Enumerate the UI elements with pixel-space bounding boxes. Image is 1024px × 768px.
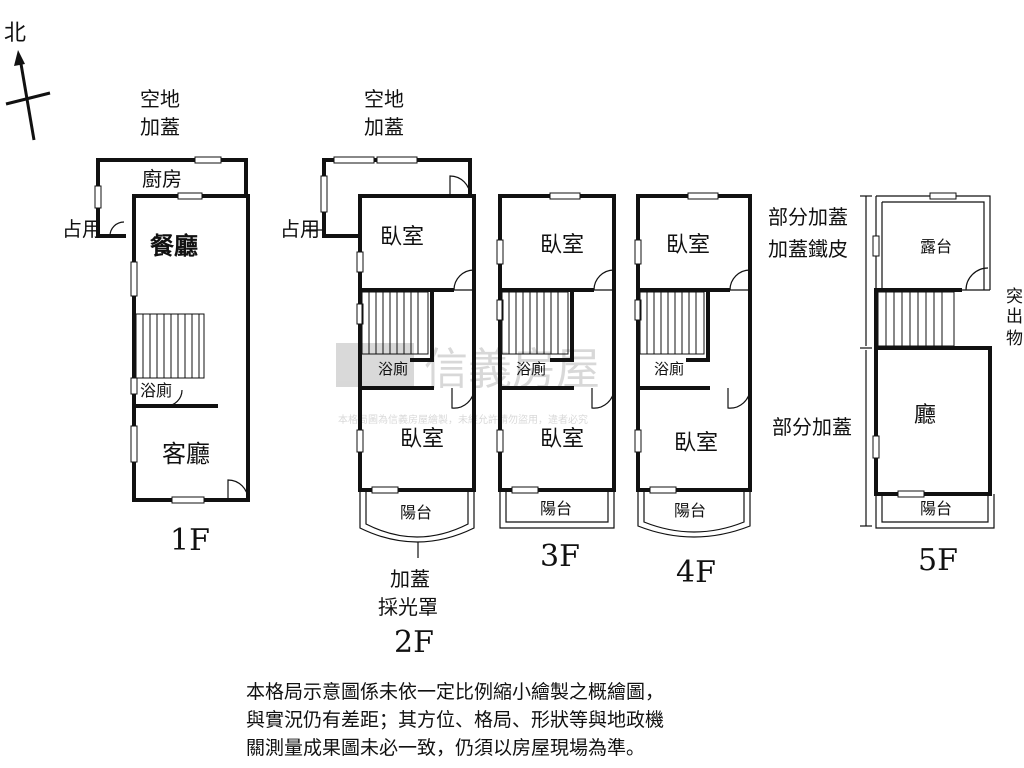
f5-protrusion-1: 突 xyxy=(1006,287,1023,307)
f1-bath-label: 浴廁 xyxy=(140,381,172,400)
f2-bedroom-top-label: 臥室 xyxy=(380,225,424,250)
f2-bath-label: 浴廁 xyxy=(378,360,408,378)
f5-note-bottom: 部分加蓋 xyxy=(772,415,852,439)
disclaimer-line-2: 與實況仍有差距；其方位、格局、形狀等與地政機 xyxy=(246,709,665,731)
floor-3: 臥室 浴廁 臥室 陽台 3F xyxy=(496,192,616,574)
f2-skylight-label-1: 加蓋 xyxy=(390,567,430,591)
north-compass: 北 xyxy=(4,21,51,141)
north-arrow-icon xyxy=(14,50,25,66)
floor-5: 部分加蓋 加蓋鐵皮 部分加蓋 突 出 物 露台 廳 陽台 5F xyxy=(768,192,1023,578)
f2-annex-label-1: 空地 xyxy=(364,87,404,111)
f5-terrace-label: 露台 xyxy=(920,237,952,256)
f5-note-top-2: 加蓋鐵皮 xyxy=(768,237,848,261)
f3-bedroom-bottom-label: 臥室 xyxy=(540,427,584,452)
f5-protrusion-3: 物 xyxy=(1006,329,1023,349)
f1-living-label: 客廳 xyxy=(162,440,210,468)
f5-note-top-1: 部分加蓋 xyxy=(768,205,848,229)
f5-balcony-label: 陽台 xyxy=(920,499,952,518)
f4-bedroom-bottom-label: 臥室 xyxy=(674,431,718,456)
f4-balcony-label: 陽台 xyxy=(674,501,706,520)
f4-floor-label: 4F xyxy=(676,555,716,590)
f5-protrusion-2: 出 xyxy=(1006,307,1023,327)
f1-kitchen-label: 廚房 xyxy=(142,167,182,191)
f5-floor-label: 5F xyxy=(918,543,958,578)
f4-bath-label: 浴廁 xyxy=(654,360,684,378)
f4-bedroom-top-label: 臥室 xyxy=(666,233,710,258)
watermark: 信義房屋 本格局圖為信義房屋繪製，未經允許請勿盜用，違者必究 xyxy=(336,343,600,426)
f1-annex-label-1: 空地 xyxy=(140,87,180,111)
f3-stairs xyxy=(501,291,569,355)
f1-occupy-label: 占用 xyxy=(62,217,102,241)
f1-dining-label: 餐廳 xyxy=(150,232,198,260)
f2-bedroom-bottom-label: 臥室 xyxy=(400,427,444,452)
f3-bedroom-top-label: 臥室 xyxy=(540,233,584,258)
f2-annex-label-2: 加蓋 xyxy=(364,115,404,139)
f1-stairs xyxy=(135,313,205,379)
f3-floor-label: 3F xyxy=(540,539,580,574)
f2-stairs xyxy=(361,291,429,355)
f5-hall-label: 廳 xyxy=(914,403,936,428)
f5-stairs xyxy=(877,291,955,347)
f1-annex-label-2: 加蓋 xyxy=(140,115,180,139)
disclaimer-line-1: 本格局示意圖係未依一定比例縮小繪製之概繪圖， xyxy=(246,681,665,703)
north-label: 北 xyxy=(4,21,26,46)
floor-2: 空地 加蓋 臥室 浴廁 臥室 陽台 占用 加蓋 採光罩 xyxy=(280,87,476,660)
watermark-logo xyxy=(336,343,414,387)
disclaimer-line-3: 關測量成果圖未必一致，仍須以房屋現場為準。 xyxy=(246,737,646,759)
f3-bath-label: 浴廁 xyxy=(516,360,546,378)
watermark-notice: 本格局圖為信義房屋繪製，未經允許請勿盜用，違者必究 xyxy=(338,413,588,426)
f2-balcony-label: 陽台 xyxy=(400,503,432,522)
floor-1: 空地 加蓋 占用 廚房 餐廳 浴廁 客廳 1F xyxy=(62,87,250,558)
f2-occupy-label: 占用 xyxy=(280,217,320,241)
f4-stairs xyxy=(639,291,705,355)
disclaimer: 本格局示意圖係未依一定比例縮小繪製之概繪圖， 與實況仍有差距；其方位、格局、形狀… xyxy=(246,678,806,762)
f3-balcony-label: 陽台 xyxy=(540,499,572,518)
f1-floor-label: 1F xyxy=(170,523,210,558)
f2-floor-label: 2F xyxy=(394,625,434,660)
f2-skylight-label-2: 採光罩 xyxy=(378,595,438,619)
floor-4: 臥室 浴廁 臥室 陽台 4F xyxy=(634,192,752,590)
